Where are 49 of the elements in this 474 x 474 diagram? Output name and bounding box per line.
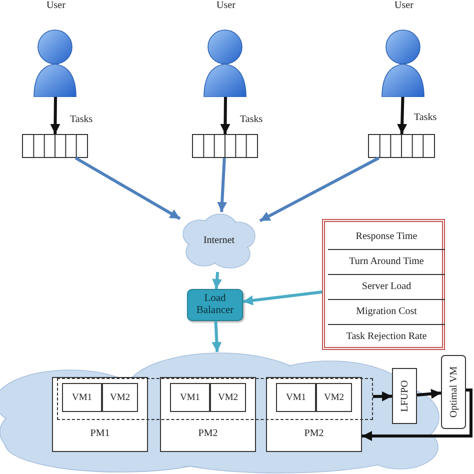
metric-label: Migration Cost — [355, 306, 418, 318]
arrow — [372, 391, 392, 402]
task-queue — [368, 134, 435, 158]
metric-label: Task Rejection Rate — [345, 331, 428, 343]
metrics-panel — [322, 219, 445, 350]
queue-label: Tasks — [70, 114, 93, 125]
arrow — [74, 156, 181, 220]
virtual-machine-box — [316, 383, 352, 412]
arrow — [217, 158, 228, 212]
queue-label: Tasks — [240, 114, 263, 125]
vm-label: VM1 — [178, 392, 202, 404]
machine-label: PM1 — [89, 428, 111, 439]
metric-label: Response Time — [354, 231, 418, 243]
arrow — [416, 388, 442, 399]
vm-label: VM1 — [70, 392, 94, 404]
metric-label: Server Load — [360, 281, 412, 293]
process-box — [441, 355, 466, 429]
user-label: User — [46, 0, 66, 11]
arrow — [397, 96, 408, 134]
virtual-machine-box — [102, 383, 138, 412]
arrow — [212, 320, 222, 352]
vm-label: VM2 — [108, 392, 132, 404]
arrow — [220, 96, 230, 134]
task-queue — [192, 134, 258, 158]
process-box — [392, 368, 417, 424]
arrow — [259, 156, 380, 222]
cloud-label: Internet — [202, 235, 236, 247]
box-label: LFUPO — [399, 380, 410, 412]
machine-label: PM2 — [303, 428, 325, 439]
arrow — [212, 272, 222, 290]
arrow — [242, 290, 322, 306]
vm-label: VM2 — [322, 392, 346, 404]
user-label: User — [216, 0, 236, 11]
vm-label: VM2 — [216, 392, 240, 404]
virtual-machine-box — [210, 383, 246, 412]
vm-label: VM1 — [284, 392, 308, 404]
virtual-machine-box — [170, 383, 210, 412]
arrow — [362, 388, 472, 441]
box-label: Optimal VM — [448, 366, 459, 418]
machine-label: PM2 — [197, 428, 219, 439]
user-label: User — [394, 0, 414, 11]
virtual-machine-box — [276, 383, 316, 412]
task-queue — [22, 134, 88, 158]
virtual-machine-box — [62, 383, 102, 412]
arrow — [50, 96, 60, 134]
metric-label: Turn Around Time — [348, 256, 425, 268]
queue-label: Tasks — [414, 112, 437, 123]
box-label: Load Balancer — [195, 293, 235, 317]
process-box — [187, 289, 243, 321]
